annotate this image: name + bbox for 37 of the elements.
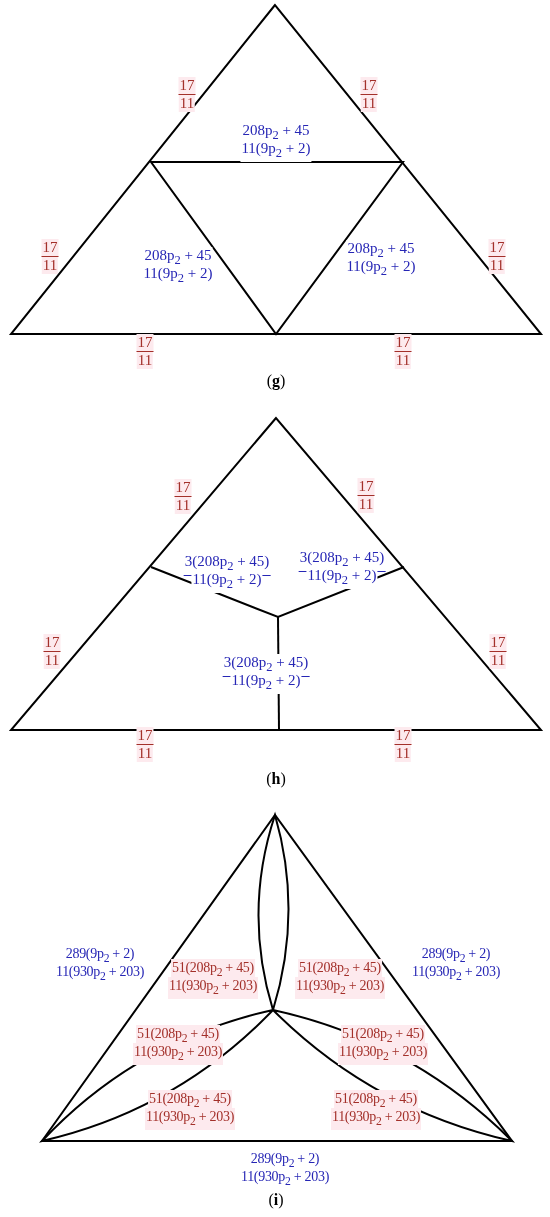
denominator-label: 11 bbox=[174, 497, 192, 514]
denominator-label: 11 bbox=[136, 352, 154, 369]
denominator-label: 11(9p$_{2}$ + 2) bbox=[240, 140, 312, 162]
denominator-label: 11 bbox=[43, 652, 61, 669]
numerator-label: 17 bbox=[174, 479, 192, 497]
numerator-label: 17 bbox=[357, 478, 375, 496]
denominator-label: 11 bbox=[357, 496, 375, 513]
denominator-label: 11(930p$_{2}$ + 203) bbox=[145, 1108, 235, 1130]
numerator-label: 17 bbox=[43, 634, 61, 652]
numerator-label: 17 bbox=[489, 634, 507, 652]
denominator-label: 11(930p$_{2}$ + 203) bbox=[295, 977, 385, 999]
denominator-label: 11 bbox=[41, 257, 59, 274]
denominator-label: 11 bbox=[178, 95, 196, 112]
numerator-label: 17 bbox=[136, 727, 154, 745]
denominator-label: 11(930p$_{2}$ + 203) bbox=[168, 977, 258, 999]
denominator-label: 11(930p$_{2}$ + 203) bbox=[338, 1043, 428, 1065]
numerator-label: 17 bbox=[394, 727, 412, 745]
panel-caption: (h) bbox=[265, 770, 287, 788]
numerator-label: 17 bbox=[360, 77, 378, 95]
denominator-label: 11(9p$_{2}$ + 2) bbox=[230, 672, 302, 694]
denominator-label: 11 bbox=[136, 745, 154, 762]
denominator-label: 11 bbox=[489, 652, 507, 669]
denominator-label: 11(9p$_{2}$ + 2) bbox=[306, 567, 378, 589]
numerator-label: 17 bbox=[488, 239, 506, 257]
denominator-label: 11 bbox=[360, 95, 378, 112]
denominator-label: 11(9p$_{2}$ + 2) bbox=[191, 571, 263, 593]
numerator-label: 17 bbox=[136, 334, 154, 352]
numerator-label: 17 bbox=[178, 77, 196, 95]
numerator-label: 17 bbox=[41, 239, 59, 257]
denominator-label: 11(930p$_{2}$ + 203) bbox=[331, 1108, 421, 1130]
denominator-label: 11 bbox=[394, 745, 412, 762]
panel-caption: (g) bbox=[265, 372, 287, 390]
denominator-label: 11 bbox=[394, 352, 412, 369]
panel-caption: (i) bbox=[267, 1191, 285, 1209]
denominator-label: 11 bbox=[488, 257, 506, 274]
denominator-label: 11(930p$_{2}$ + 203) bbox=[133, 1043, 223, 1065]
numerator-label: 17 bbox=[394, 334, 412, 352]
